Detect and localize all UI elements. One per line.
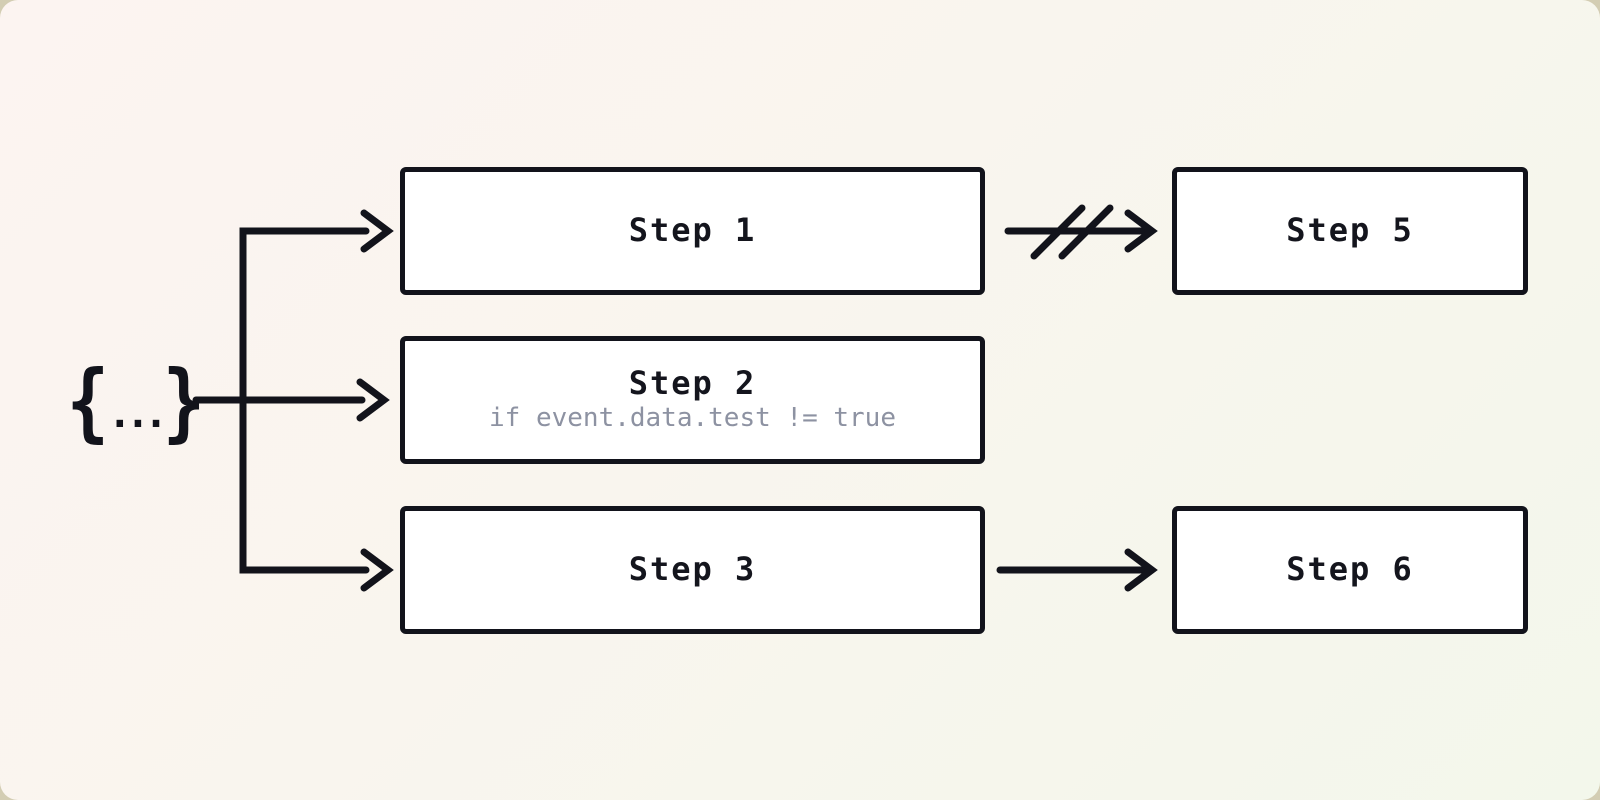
- arrow-step3-to-step6: [996, 548, 1158, 592]
- step-node-2[interactable]: Step 2 if event.data.test != true: [400, 336, 985, 464]
- brace-right: }: [162, 351, 206, 452]
- step-title: Step 6: [1286, 550, 1414, 589]
- step-node-1[interactable]: Step 1: [400, 167, 985, 295]
- step-condition: if event.data.test != true: [489, 402, 896, 433]
- step-node-3[interactable]: Step 3: [400, 506, 985, 634]
- payload-dots: ...: [107, 391, 168, 437]
- arrow-source-to-step2: [192, 378, 390, 422]
- step-node-6[interactable]: Step 6: [1172, 506, 1528, 634]
- step-title: Step 5: [1286, 211, 1414, 250]
- step-title: Step 1: [628, 211, 757, 250]
- arrow-step1-to-step5-cancelled: [1004, 204, 1158, 260]
- step-title: Step 2: [628, 364, 757, 403]
- arrowhead-branch-to-step1: [360, 209, 394, 253]
- step-node-5[interactable]: Step 5: [1172, 167, 1528, 295]
- arrowhead-branch-to-step3: [360, 548, 394, 592]
- brace-left: {: [66, 351, 110, 452]
- step-title: Step 3: [628, 550, 757, 589]
- branch-connector: [239, 227, 370, 574]
- json-payload-icon: { ... }: [62, 348, 210, 452]
